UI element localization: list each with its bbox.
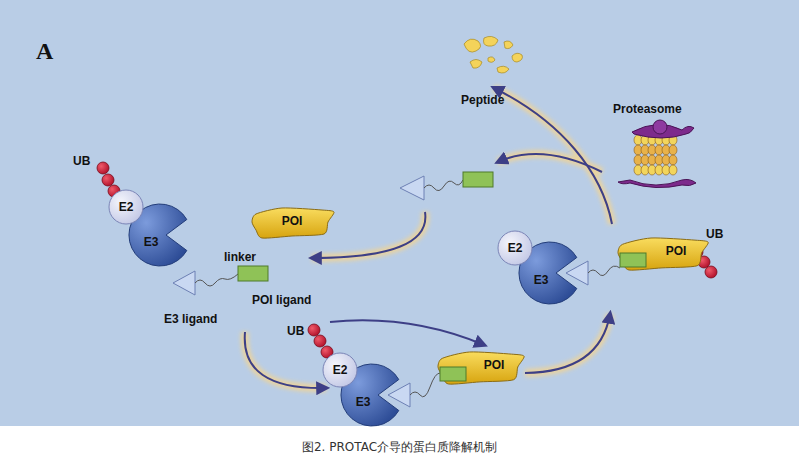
poi-ligand-label: POI ligand <box>252 293 311 307</box>
process-arrows <box>245 88 612 388</box>
node-label: E3 <box>144 235 159 249</box>
e3-ligand-label: E3 ligand <box>164 312 217 326</box>
peptide-label: Peptide <box>461 93 504 107</box>
target-protein-shape: POI <box>618 238 706 270</box>
e2-enzyme-circle: E2 <box>108 189 144 225</box>
node-label: E2 <box>119 200 134 214</box>
node-label: E3 <box>534 273 549 287</box>
node-label: POI <box>484 358 505 372</box>
target-protein-shape-outline <box>438 352 522 384</box>
node-label: E2 <box>508 241 523 255</box>
target-protein-shape-outline <box>618 238 706 270</box>
node-label: E3 <box>356 395 371 409</box>
panel-label: A <box>36 38 53 65</box>
ubiquitin-label: UB <box>287 324 304 338</box>
proteasome-label: Proteasome <box>613 102 682 116</box>
figure-caption: 图2. PROTAC介导的蛋白质降解机制 <box>0 439 799 456</box>
target-protein-shape: POI <box>438 352 522 384</box>
e2-enzyme-circle: E2 <box>322 352 358 388</box>
linker-label: linker <box>224 250 256 264</box>
node-label: POI <box>666 244 687 258</box>
poi-ligand-block <box>440 367 466 381</box>
node-label: POI <box>282 214 303 228</box>
node-label: E2 <box>333 363 348 377</box>
ubiquitin-label: UB <box>73 154 90 168</box>
poi-ligand-block <box>620 253 646 267</box>
ubiquitin-label: UB <box>706 227 723 241</box>
proteasome-icon <box>618 120 696 188</box>
target-protein-shape: POI <box>252 208 332 238</box>
protac-molecule <box>173 172 620 407</box>
ubiquitin-chain <box>97 162 717 358</box>
e2-enzyme-circle: E2 <box>497 230 533 266</box>
peptide-fragments <box>464 36 522 73</box>
